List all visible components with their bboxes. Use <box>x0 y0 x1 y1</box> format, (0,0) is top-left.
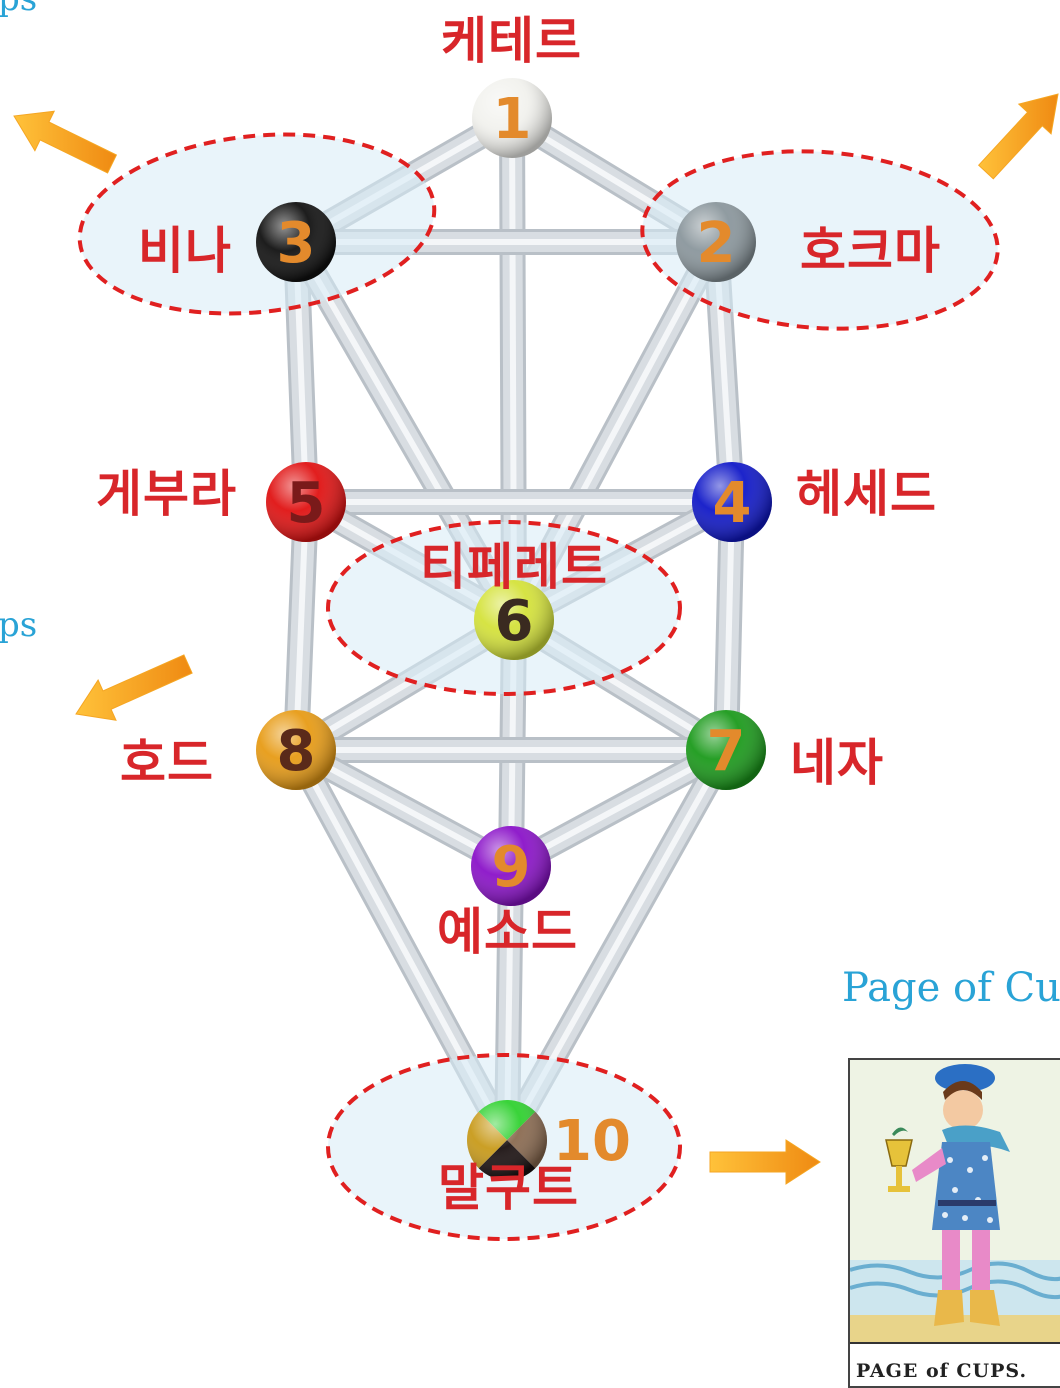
sephira-number-3: 3 <box>277 211 316 276</box>
sephira-ball-9: 9 <box>471 826 551 906</box>
sephira-ball-4: 4 <box>692 462 772 542</box>
sephira-ball-7: 7 <box>686 710 766 790</box>
sephira-label-6: 티페레트 <box>420 538 608 596</box>
sephira-label-3: 비나 <box>138 222 232 280</box>
sphere-shine <box>686 710 766 790</box>
sphere-shine <box>472 78 552 158</box>
sphere-shine <box>474 580 554 660</box>
arrow-up-right-icon <box>977 93 1059 180</box>
page-of-cups-card: PAGE of CUPS. <box>848 1058 1060 1388</box>
edge-text-mid-left: ps <box>0 605 38 645</box>
sephira-number-9: 9 <box>492 835 531 900</box>
sephira-label-5: 게부라 <box>96 465 237 523</box>
path-shine-7-9 <box>508 747 729 869</box>
sephira-ball-2: 2 <box>676 202 756 282</box>
sephira-ball-5: 5 <box>266 462 346 542</box>
sphere-shine <box>676 202 756 282</box>
sphere-shine <box>256 710 336 790</box>
sephira-number-7: 7 <box>707 719 746 784</box>
sephira-label-9: 예소드 <box>437 903 578 961</box>
arrow-right-icon <box>709 1139 821 1185</box>
sephira-number-8: 8 <box>277 719 316 784</box>
sephira-ball-6: 6 <box>474 580 554 660</box>
sephira-ball-10: 10 <box>467 1100 631 1180</box>
sephira-number-2: 2 <box>697 211 736 276</box>
sephira-label-1: 케테르 <box>441 12 582 70</box>
sephira-number-10: 10 <box>553 1109 631 1174</box>
sephira-label-10: 말쿠트 <box>438 1159 579 1217</box>
card-heading: Page of Cu <box>842 965 1060 1011</box>
sephira-number-5: 5 <box>287 471 326 536</box>
sphere-shine <box>692 462 772 542</box>
sphere-shine <box>467 1100 547 1180</box>
sphere-shine <box>471 826 551 906</box>
highlight-binah <box>77 132 437 316</box>
card-illustration <box>850 1060 1060 1386</box>
sephira-label-7: 네자 <box>790 734 884 792</box>
card-caption: PAGE of CUPS. <box>856 1360 1028 1382</box>
sephira-label-4: 헤세드 <box>796 465 937 523</box>
highlight-ellipses <box>77 132 1000 1241</box>
sephira-number-1: 1 <box>493 87 532 152</box>
arrows-layer <box>13 93 1059 1185</box>
sephira-ball-8: 8 <box>256 710 336 790</box>
path-shine-8-9 <box>293 747 514 869</box>
sephira-number-6: 6 <box>495 589 534 654</box>
sephira-label-2: 호크마 <box>800 222 941 280</box>
arrow-down-left-icon <box>75 654 193 721</box>
arrow-up-left-icon <box>13 110 118 174</box>
sphere-shine <box>256 202 336 282</box>
sephira-number-4: 4 <box>713 471 752 536</box>
edge-text-top-left: ps <box>0 0 37 16</box>
sephirot-layer: 1 2 3 4 5 6 7 8 9 10 <box>256 78 772 1180</box>
sphere-shine <box>266 462 346 542</box>
sephira-label-8: 호드 <box>120 734 214 792</box>
sephira-ball-3: 3 <box>256 202 336 282</box>
path-shine-4-7 <box>723 499 735 753</box>
sephira-ball-1: 1 <box>472 78 552 158</box>
path-shine-5-8 <box>293 499 309 753</box>
highlight-chokmah <box>640 149 1000 331</box>
